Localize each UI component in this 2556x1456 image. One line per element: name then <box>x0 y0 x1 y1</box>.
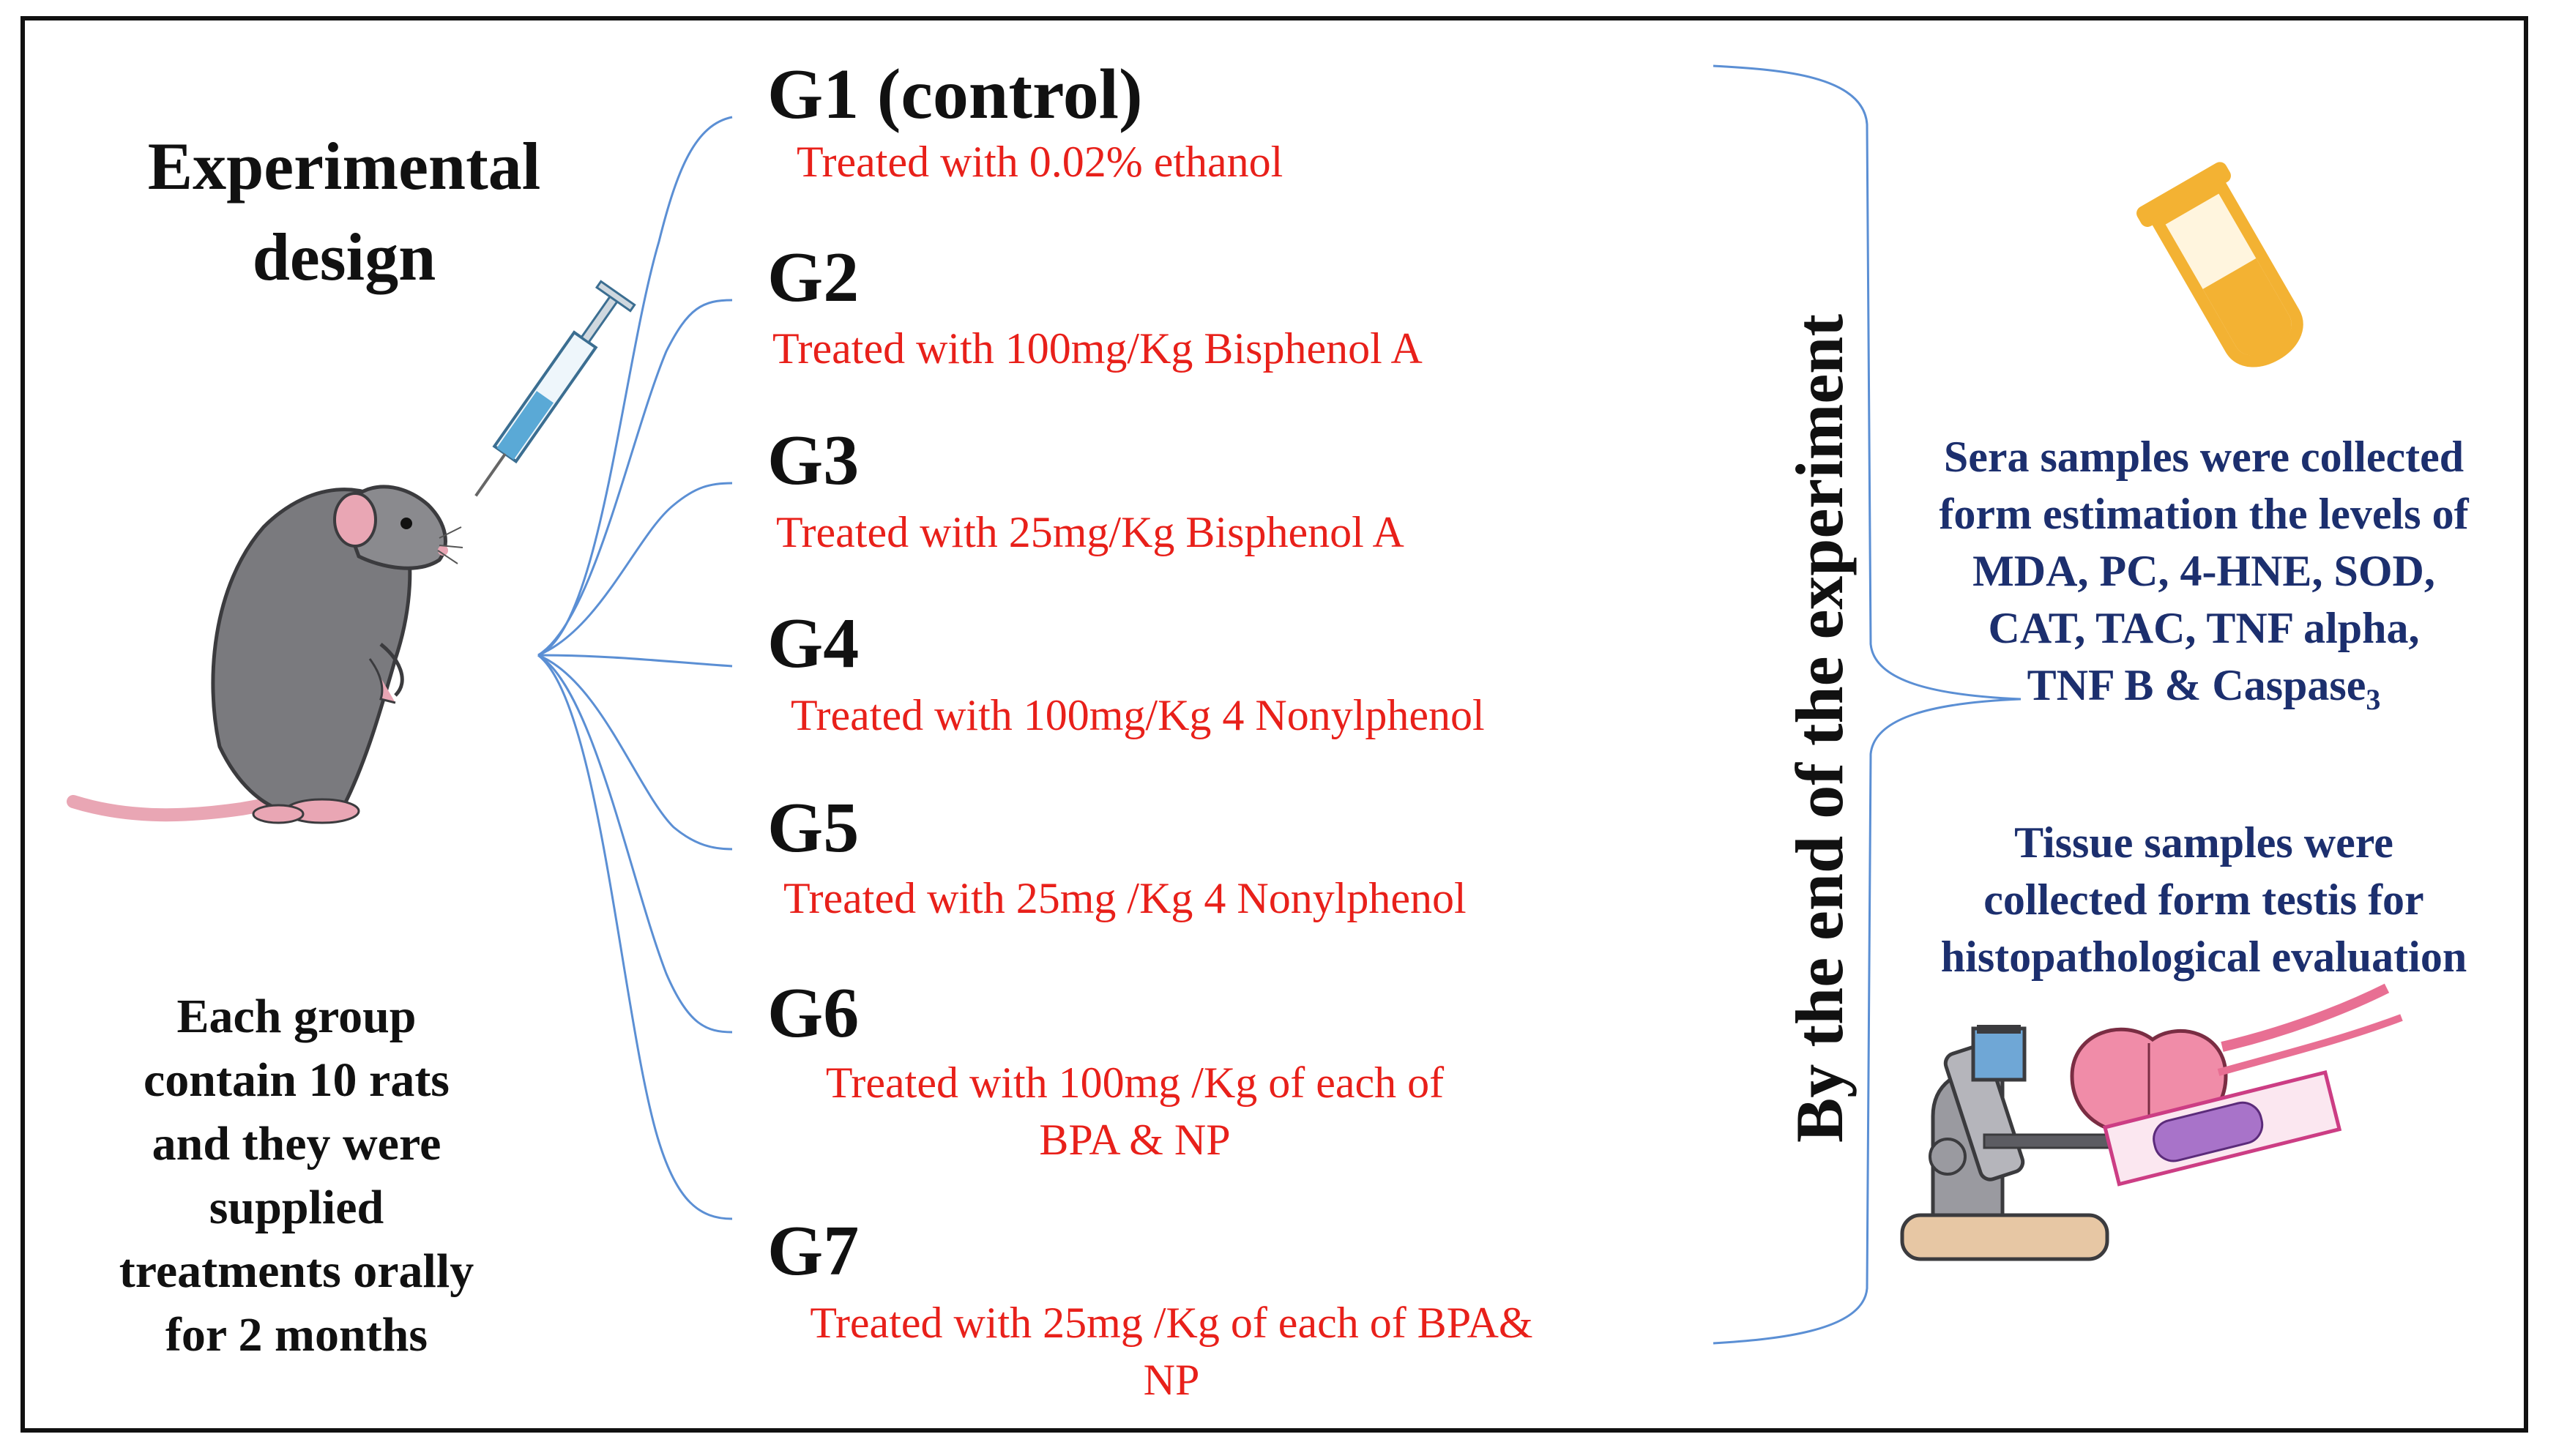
slide-icon <box>2102 1069 2342 1187</box>
group-label-g5: G5 <box>767 788 860 867</box>
group-label-g2: G2 <box>767 238 860 317</box>
treatment-g2: Treated with 100mg/Kg Bisphenol A <box>772 324 1423 373</box>
end-of-experiment-label: By the end of the experiment <box>1782 314 1857 1143</box>
treatment-g6: Treated with 100mg /Kg of each of BPA & … <box>791 1054 1479 1168</box>
treatment-g6-line-1: Treated with 100mg /Kg of each of <box>825 1059 1445 1107</box>
connector-g1 <box>537 116 733 657</box>
treatment-g3: Treated with 25mg/Kg Bisphenol A <box>776 508 1404 556</box>
note-line-6: for 2 months <box>165 1308 428 1362</box>
rat-illustration <box>67 485 463 824</box>
curly-brace <box>1713 64 2022 1345</box>
treatment-g5: Treated with 25mg /Kg 4 Nonylphenol <box>783 874 1467 922</box>
note-line-3: and they were <box>152 1117 441 1171</box>
tissue-line-1: Tissue samples were <box>2014 818 2393 867</box>
sera-line-5-main: TNF B & Caspase <box>2027 661 2366 709</box>
diagram-title: Experimental design <box>103 121 586 302</box>
sera-line-5: TNF B & Caspase3 <box>1860 657 2548 728</box>
title-line-1: Experimental <box>147 129 541 204</box>
treatment-g7: Treated with 25mg /Kg of each of BPA& NP <box>805 1294 1538 1408</box>
treatment-g6-line-2: BPA & NP <box>1039 1116 1231 1164</box>
test-tube-icon <box>2136 162 2303 367</box>
note-line-2: contain 10 rats <box>144 1053 450 1107</box>
syringe-icon <box>474 280 636 497</box>
figure-frame <box>21 16 2528 1433</box>
sera-line-2: form estimation the levels of <box>1939 490 2469 538</box>
note-line-4: supplied <box>209 1181 384 1234</box>
note-line-1: Each group <box>176 990 417 1043</box>
connector-lines <box>537 116 733 1220</box>
sera-line-4: CAT, TAC, TNF alpha, <box>1988 604 2420 652</box>
connector-g4 <box>537 654 733 668</box>
connector-g3 <box>537 482 733 657</box>
tissue-line-2: collected form testis for <box>1983 876 2424 924</box>
sera-samples-text: Sera samples were collected form estimat… <box>1860 428 2548 728</box>
connector-g2 <box>537 299 733 657</box>
treatment-g7-line-1: Treated with 25mg /Kg of each of BPA& <box>810 1299 1533 1347</box>
treatment-g1: Treated with 0.02% ethanol <box>797 138 1283 186</box>
treatment-g7-line-2: NP <box>1143 1356 1200 1404</box>
microscope-icon <box>1900 1025 2125 1261</box>
group-size-note: Each group contain 10 rats and they were… <box>70 985 524 1367</box>
connector-g5 <box>537 654 733 851</box>
tissue-samples-text: Tissue samples were collected form testi… <box>1860 814 2548 985</box>
group-label-g7: G7 <box>767 1212 860 1291</box>
title-line-2: design <box>252 220 436 294</box>
sera-line-1: Sera samples were collected <box>1943 433 2464 481</box>
sera-line-3: MDA, PC, 4-HNE, SOD, <box>1972 547 2435 595</box>
connector-g7 <box>537 654 733 1220</box>
group-label-g4: G4 <box>767 604 860 683</box>
group-label-g6: G6 <box>767 974 860 1053</box>
caspase-subscript: 3 <box>2366 683 2381 716</box>
note-line-5: treatments orally <box>119 1244 474 1298</box>
treatment-g4: Treated with 100mg/Kg 4 Nonylphenol <box>791 691 1485 739</box>
group-label-g3: G3 <box>767 421 860 500</box>
connector-g6 <box>537 654 733 1034</box>
group-label-g1: G1 (control) <box>767 55 1143 134</box>
tissue-line-3: histopathological evaluation <box>1940 933 2467 981</box>
